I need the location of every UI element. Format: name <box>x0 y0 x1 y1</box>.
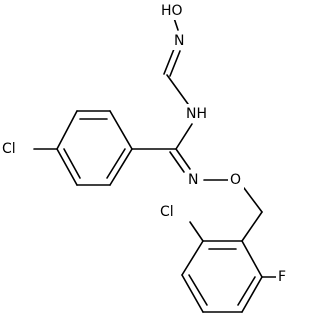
ring2-inner-2 <box>188 274 208 306</box>
bond-n-ch-double-a <box>163 48 175 75</box>
chemical-structure: HO N NH Cl N O Cl F <box>0 2 290 313</box>
chloro-label-benzyl: Cl <box>160 204 174 220</box>
ring1-bond-6 <box>109 148 133 186</box>
bond-ch2-ring <box>241 211 263 242</box>
imine-nitrogen-label: N <box>188 172 198 188</box>
ring2-bond-3 <box>181 274 204 313</box>
bond-nh-c-amidine <box>175 123 193 150</box>
bond-c-n-imine-b <box>169 151 185 173</box>
bond-lines <box>33 17 277 313</box>
amine-nh-label: NH <box>186 106 207 122</box>
ring2-bond-5 <box>241 276 263 313</box>
ring1-bond-4 <box>56 148 78 186</box>
ring2-inner-3 <box>237 276 256 306</box>
bond-n-ch-double-b <box>169 50 181 77</box>
ether-oxygen-label: O <box>230 172 241 188</box>
bond-ring2-cl <box>189 221 204 242</box>
oxime-nitrogen-label: N <box>174 33 184 49</box>
atom-labels: HO N NH Cl N O Cl F <box>0 2 290 286</box>
bond-ch-nh <box>166 74 189 105</box>
ring2-bond-2 <box>181 240 204 276</box>
bond-c-n-imine-a <box>175 148 191 170</box>
hydroxyl-label: HO <box>161 3 183 19</box>
ring1-bond-3 <box>56 110 78 150</box>
bond-o-ch2 <box>243 187 263 213</box>
fluoro-label: F <box>278 269 286 285</box>
ring1-bond-1 <box>109 110 133 150</box>
ring1-inner-3 <box>106 148 126 179</box>
chloro-label-left: Cl <box>2 141 16 157</box>
ring2-bond-6 <box>241 240 263 278</box>
ring1-inner-2 <box>63 148 81 179</box>
